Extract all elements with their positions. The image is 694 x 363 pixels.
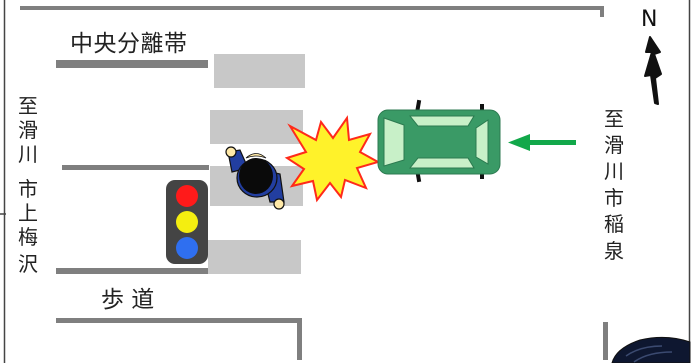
left-direction-label: 至 滑 川 市 上 梅 沢 [18,94,38,276]
right-direction-char: 稲 [604,212,624,236]
car-icon [377,99,501,183]
sidewalk-edge-vertical [297,318,302,360]
right-direction-char: 川 [604,159,624,183]
right-edge-post [603,322,608,360]
sidewalk-edge-horizontal [56,318,302,323]
right-direction-label: 至 滑 川 市 稲 泉 [604,107,624,263]
lane-divider-1 [62,165,209,170]
left-direction-char: 上 [18,201,38,225]
traffic-light-icon [166,180,208,264]
signal-yellow [176,211,198,233]
north-arrow-shape [644,36,662,105]
left-direction-char: 川 [18,142,38,166]
right-direction-char: 至 [604,107,624,131]
pedestrian-icon [225,146,285,210]
right-direction-char: 市 [604,186,624,210]
left-direction-char: 滑 [18,118,38,142]
corner-decoration [611,336,691,363]
left-direction-char: 至 [18,94,38,118]
arrow-left-icon [508,134,576,151]
left-direction-char: 梅 [18,225,38,249]
left-direction-char: 沢 [18,252,38,276]
signal-red [176,185,198,207]
collision-icon [284,115,381,203]
north-arrow-icon: N [641,7,662,105]
right-direction-char: 泉 [604,239,624,263]
lane-divider-2 [56,268,208,274]
signal-blue [176,237,198,259]
left-direction-char: 市 [18,177,38,201]
sidewalk-label: 歩 道 [101,287,154,313]
right-direction-char: 滑 [604,133,624,157]
crosswalk-stripe [208,240,301,274]
north-label: N [641,7,657,32]
median-line [56,60,208,68]
crosswalk-stripe [210,110,303,144]
median-label: 中央分離帯 [70,31,188,57]
crosswalk-stripe [214,54,305,88]
